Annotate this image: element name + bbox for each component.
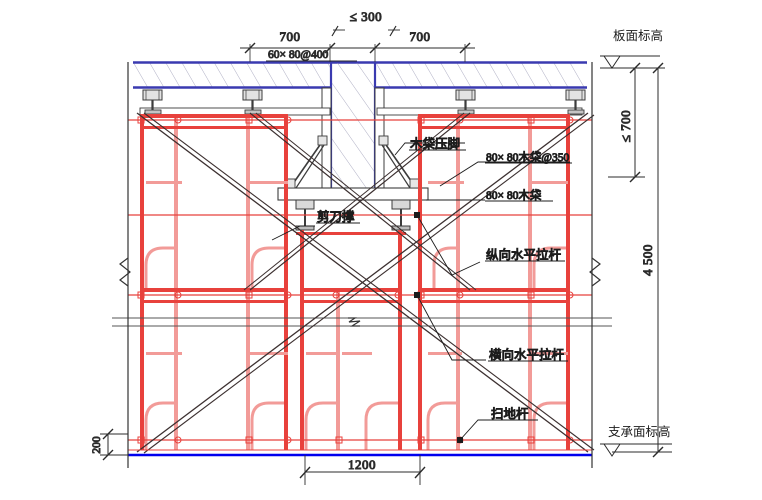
dim-1200-tick-l [299, 466, 311, 479]
slab-panel-left [133, 63, 331, 87]
support-surface-group [128, 449, 592, 457]
dim-right-4500: 4 500 [640, 244, 655, 276]
scissor-brace-group [136, 112, 595, 454]
callout-group: 木柋压脚 80× 80木柋@350 80× 80木柋 剪刀撑 纵向水平拉杆 横向… [271, 136, 572, 441]
scaffold-upper-tier [140, 114, 570, 290]
timber-bearer-left [139, 107, 331, 116]
leader-sweeping-rod [459, 419, 490, 441]
dim-4500-tick-top [652, 62, 664, 74]
beam-kicker-right-b [379, 141, 411, 189]
dim-top-700-right: 700 [410, 29, 431, 44]
dim-timber-60x80: 60× 80@400 [268, 49, 328, 61]
ujack-1 [142, 89, 163, 115]
label-scissor-brace: 剪刀撑 [317, 209, 355, 224]
beam-ujack-left [295, 199, 315, 231]
label-timber-80: 80× 80木柋 [486, 188, 542, 202]
brace-main-1b [143, 112, 595, 451]
scaffold-post-beam-right [398, 230, 402, 290]
dim-700-tick-bot [629, 171, 641, 183]
dim-le300-ext-r [389, 25, 397, 37]
elevation-support-face: 支承面标高 [600, 424, 672, 457]
break-right [589, 257, 601, 287]
dim-200-tick-top [102, 428, 114, 440]
dim-top-700-left: 700 [280, 29, 301, 44]
dimension-right-group: ≤ 700 4 500 [600, 62, 672, 458]
dim-right-le700: ≤ 700 [618, 110, 633, 142]
leader-longitudinal-tie [416, 214, 481, 276]
dim-ticks-top [244, 42, 471, 54]
scaffold-post-beam-left [300, 230, 304, 290]
kicker-cleat-right-top [378, 135, 389, 146]
brace-sec-1b [255, 112, 477, 291]
dim-bottom-200: 200 [91, 436, 103, 454]
scaffold-frame-A [140, 114, 288, 290]
beam-kicker-left-b [295, 141, 327, 189]
dimension-1200-group: 1200 [299, 455, 426, 485]
timber-bearer-right [376, 107, 583, 116]
scaffold-frame-C [140, 288, 288, 450]
elevation-slab-label: 板面标高 [613, 28, 663, 43]
elevation-mark-group: 板面标高 支承面标高 [600, 28, 672, 457]
leader-scissor-brace [271, 225, 315, 241]
ujack-4 [565, 89, 586, 115]
elevation-support-label: 支承面标高 [608, 424, 671, 439]
brace-main-2b [143, 114, 595, 454]
label-longitudinal-tie: 纵向水平拉杆 [486, 247, 562, 262]
beam-web-hatch [331, 63, 375, 190]
dim-bottom-1200: 1200 [348, 457, 376, 472]
scaffold-frame-E [418, 288, 570, 450]
scaffold-lower-tier [140, 288, 570, 450]
label-timber-350: 80× 80木柋@350 [486, 150, 569, 164]
horizontal-tie-group [112, 116, 612, 444]
scaffold-beam-tie [296, 232, 406, 235]
slab-panel-right [375, 63, 587, 87]
dim-200-tick-bot [102, 449, 114, 461]
dim-top-le300: ≤ 300 [350, 9, 382, 24]
brace-sec-2b [243, 112, 465, 291]
leader-timber-350 [439, 161, 570, 187]
dim-700-tick-top [629, 62, 641, 74]
scaffold-frame-D [300, 288, 402, 450]
leader-transverse-tie [416, 294, 486, 361]
ujack-2 [242, 89, 263, 115]
label-sweeping-rod: 扫地杆 [491, 406, 529, 421]
brace-sec-2a [249, 112, 471, 291]
beam-formwork-group [277, 87, 429, 231]
dimension-200-group: 200 [91, 428, 128, 461]
dimension-top-group: 700 ≤ 300 700 60× 80@400 [240, 9, 475, 62]
break-left [119, 257, 131, 287]
label-transverse-tie: 横向水平拉杆 [489, 347, 565, 362]
elevation-slab-face: 板面标高 [600, 28, 663, 69]
ujack-3 [455, 89, 476, 115]
dim-1200-tick-r [414, 466, 426, 479]
leader-timber-foot [394, 142, 465, 156]
through-tie-break [348, 317, 361, 327]
brace-main-2a [136, 112, 589, 453]
label-timber-foot: 木柋压脚 [410, 136, 460, 151]
break-symbol-group [119, 62, 601, 468]
dim-le300-ext-l [331, 25, 339, 37]
beam-bottom-bearer [277, 187, 429, 201]
kicker-cleat-left-top [317, 135, 328, 146]
ujack-group [142, 89, 586, 115]
